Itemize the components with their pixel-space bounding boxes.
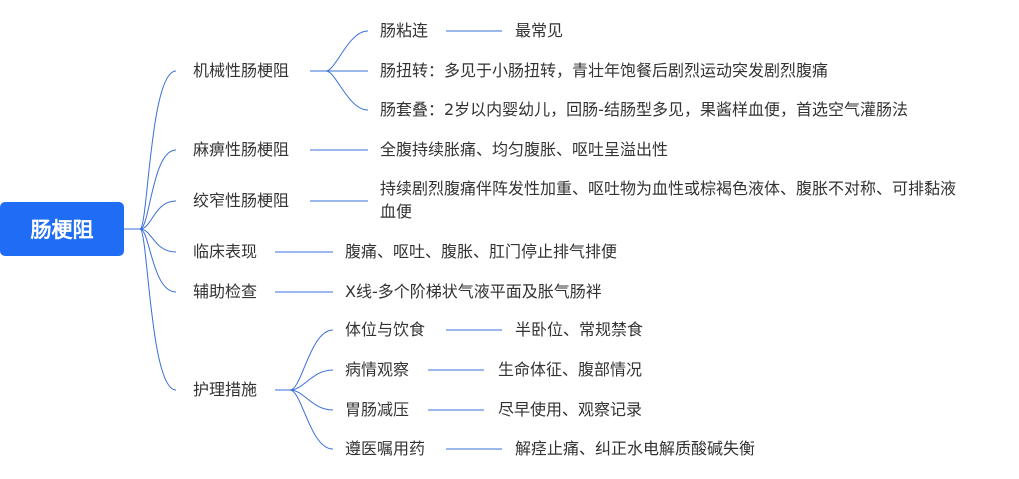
node-medication-detail[interactable]: 解痉止痛、纠正水电解质酸碱失衡 <box>515 439 756 458</box>
node-observation-detail[interactable]: 生命体征、腹部情况 <box>498 360 643 379</box>
node-strangulated-detail-line2[interactable]: 血便 <box>380 202 413 221</box>
node-posture-diet-detail[interactable]: 半卧位、常规禁食 <box>515 320 644 339</box>
node-intussusception[interactable]: 肠套叠：2岁以内婴幼儿，回肠-结肠型多见，果酱样血便，首选空气灌肠法 <box>380 100 908 119</box>
node-paralytic-detail[interactable]: 全腹持续胀痛、均匀腹胀、呕吐呈溢出性 <box>380 140 669 159</box>
node-medication[interactable]: 遵医嘱用药 <box>345 439 426 458</box>
node-clinical[interactable]: 临床表现 <box>193 242 258 261</box>
connector <box>289 389 334 450</box>
root-node[interactable]: 肠梗阻 <box>0 202 124 256</box>
connector <box>139 200 177 230</box>
connector <box>139 228 177 253</box>
connector <box>139 228 177 391</box>
node-clinical-detail[interactable]: 腹痛、呕吐、腹胀、肛门停止排气排便 <box>345 242 618 261</box>
node-decompression[interactable]: 胃肠减压 <box>345 400 410 419</box>
node-exam[interactable]: 辅助检查 <box>193 282 258 301</box>
node-paralytic[interactable]: 麻痹性肠梗阻 <box>193 140 290 159</box>
connector <box>325 70 369 111</box>
connector <box>139 149 177 230</box>
node-adhesion-detail[interactable]: 最常见 <box>515 21 564 40</box>
node-exam-detail[interactable]: X线-多个阶梯状气液平面及胀气肠袢 <box>345 282 602 301</box>
connector <box>289 369 334 391</box>
node-adhesion[interactable]: 肠粘连 <box>380 21 429 40</box>
node-strangulated-detail-line1[interactable]: 持续剧烈腹痛伴阵发性加重、呕吐物为血性或棕褐色液体、腹胀不对称、可排黏液 <box>380 179 957 198</box>
connector <box>139 70 177 230</box>
node-decompression-detail[interactable]: 尽早使用、观察记录 <box>498 400 643 419</box>
node-mechanical[interactable]: 机械性肠梗阻 <box>193 61 290 80</box>
node-nursing[interactable]: 护理措施 <box>193 380 258 399</box>
connector <box>139 228 177 293</box>
node-strangulated[interactable]: 绞窄性肠梗阻 <box>193 191 290 210</box>
node-observation[interactable]: 病情观察 <box>345 360 410 379</box>
connector <box>289 329 334 391</box>
node-posture-diet[interactable]: 体位与饮食 <box>345 320 426 339</box>
node-volvulus[interactable]: 肠扭转：多见于小肠扭转，青壮年饱餐后剧烈运动突发剧烈腹痛 <box>380 61 829 80</box>
connector <box>289 389 334 411</box>
connector <box>325 30 369 72</box>
